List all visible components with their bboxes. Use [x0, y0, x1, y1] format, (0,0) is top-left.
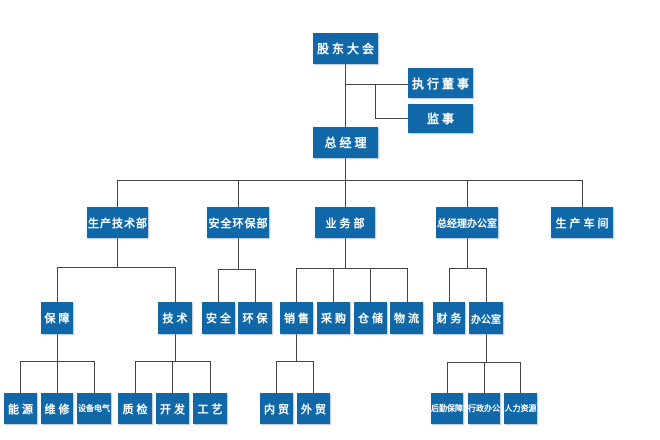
- connector-line: [582, 180, 583, 207]
- connector-line: [407, 268, 408, 302]
- connector-line: [345, 238, 346, 268]
- connector-line: [296, 268, 407, 269]
- org-node-foreign-trade: 外贸: [297, 393, 330, 424]
- connector-line: [370, 268, 371, 302]
- org-node-purchasing: 采购: [317, 302, 350, 334]
- connector-line: [238, 238, 239, 269]
- connector-line: [449, 268, 450, 302]
- org-node-warehousing: 仓储: [354, 302, 387, 334]
- org-node-technology: 技术: [158, 302, 192, 334]
- org-node-quality-inspection: 质检: [118, 393, 152, 424]
- org-node-env-protection: 环保: [238, 302, 272, 334]
- org-node-domestic-trade: 内贸: [260, 393, 293, 424]
- org-node-office: 办公室: [469, 302, 503, 334]
- connector-line: [484, 362, 485, 393]
- connector-line: [57, 361, 58, 393]
- org-node-shareholders-meeting: 股东大会: [313, 33, 378, 64]
- connector-line: [345, 158, 346, 180]
- connector-line: [296, 334, 297, 361]
- connector-line: [467, 180, 468, 207]
- connector-line: [313, 361, 314, 393]
- connector-line: [238, 180, 239, 207]
- connector-line: [447, 362, 448, 393]
- connector-line: [345, 84, 408, 85]
- connector-line: [486, 268, 487, 302]
- org-node-general-manager: 总经理: [313, 127, 378, 158]
- connector-line: [296, 268, 297, 302]
- connector-line: [276, 361, 313, 362]
- connector-line: [449, 268, 486, 269]
- connector-line: [333, 268, 334, 302]
- org-node-sales: 销售: [280, 302, 313, 334]
- connector-line: [57, 267, 175, 268]
- connector-line: [57, 334, 58, 361]
- org-node-logistics: 物流: [390, 302, 423, 334]
- connector-line: [94, 361, 95, 393]
- connector-line: [375, 84, 376, 118]
- org-node-finance: 财务: [433, 302, 465, 334]
- org-node-supervisor: 监事: [408, 104, 473, 133]
- org-node-business-dept: 业务部: [315, 207, 375, 238]
- connector-line: [218, 269, 255, 270]
- connector-line: [175, 334, 176, 361]
- org-node-support: 保障: [41, 302, 73, 334]
- connector-line: [57, 267, 58, 302]
- org-node-human-resources: 人力资源: [504, 393, 537, 424]
- connector-line: [135, 361, 136, 393]
- connector-line: [172, 361, 173, 393]
- connector-line: [117, 238, 118, 267]
- org-node-maintenance: 维修: [41, 393, 73, 424]
- org-node-safety: 安全: [202, 302, 235, 334]
- connector-line: [175, 267, 176, 302]
- org-node-executive-director: 执行董事: [408, 68, 473, 98]
- connector-line: [486, 334, 487, 362]
- connector-line: [447, 362, 520, 363]
- org-node-logistics-support: 后勤保障: [431, 393, 463, 424]
- connector-line: [345, 64, 346, 127]
- org-node-energy: 能源: [4, 393, 37, 424]
- connector-line: [210, 361, 211, 393]
- org-node-safety-env-dept: 安全环保部: [207, 207, 269, 238]
- org-node-development: 开发: [156, 393, 189, 424]
- connector-line: [20, 361, 21, 393]
- connector-line: [255, 269, 256, 302]
- org-node-equipment-electrical: 设备电气: [77, 393, 111, 424]
- org-node-admin-office: 行政办公: [468, 393, 500, 424]
- connector-line: [276, 361, 277, 393]
- connector-line: [345, 180, 346, 207]
- connector-line: [117, 180, 118, 207]
- connector-line: [375, 118, 408, 119]
- connector-line: [218, 269, 219, 302]
- org-node-process: 工艺: [193, 393, 227, 424]
- connector-line: [467, 238, 468, 268]
- org-node-production-tech-dept: 生产技术部: [87, 207, 148, 238]
- org-node-production-workshop: 生产车间: [551, 207, 613, 238]
- org-node-gm-office: 总经理办公室: [436, 207, 498, 238]
- connector-line: [520, 362, 521, 393]
- connector-line: [117, 180, 582, 181]
